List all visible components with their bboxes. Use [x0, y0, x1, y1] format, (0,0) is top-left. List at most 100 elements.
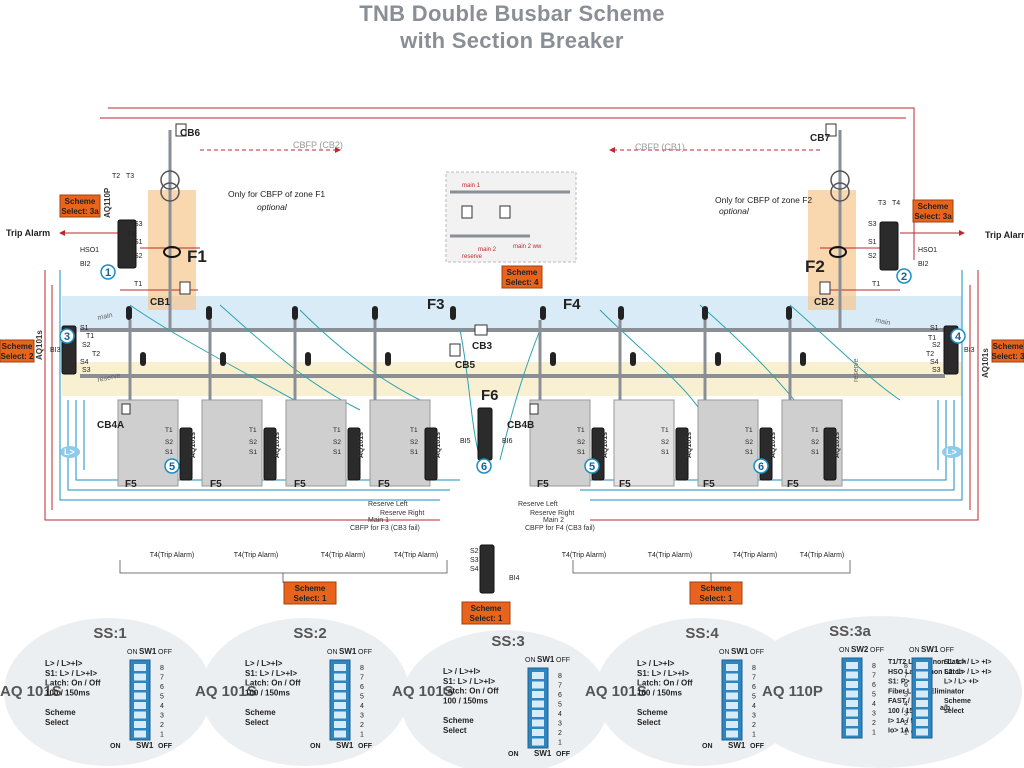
panel-2-num-2: 6	[558, 692, 562, 699]
panel-0-num-4: 4	[160, 703, 164, 710]
scheme-select-2-line1: Scheme	[2, 342, 33, 351]
panel-3-dip-slot-3	[726, 692, 738, 700]
panel-3-sw-bottom: SW1	[728, 741, 746, 750]
panel-4-num2-5: 3	[904, 711, 908, 718]
io-bay-t1-1: T1	[249, 427, 257, 434]
panel-3-num-5: 3	[752, 713, 756, 720]
io-left-t1: T1	[134, 281, 142, 288]
scheme-select-3a-left-box	[59, 194, 101, 218]
scheme-select-3a-left-line1: Scheme	[65, 197, 96, 206]
io-bi6: BI6	[502, 438, 513, 445]
panel-1-dip-slot-0	[334, 664, 346, 671]
inset-main-2-sw: main 2 ww	[513, 244, 542, 250]
circle-5-5-label: 5	[589, 461, 595, 473]
scheme-select-1-left-line2: Select: 1	[294, 594, 327, 603]
scheme-select-4-box	[501, 265, 543, 289]
panel-3-off-bottom: OFF	[750, 743, 765, 750]
feeder-f5-1: F5	[210, 479, 222, 490]
feeder-f5-7: F5	[787, 479, 799, 490]
panel-4-sw2: SW1	[921, 645, 939, 654]
relay-aq101s-bay-1: AQ101s	[274, 432, 281, 458]
io-bay-s1-2: S1	[333, 449, 341, 456]
breaker-cb6: CB6	[180, 128, 200, 139]
panel-4-off2: OFF	[940, 647, 954, 654]
panel-3-on-bottom: ON	[702, 743, 713, 750]
panel-0-off-bottom: OFF	[158, 743, 173, 750]
panel-0-row-5: Scheme	[45, 708, 76, 717]
signal-main-2: Main 2	[543, 517, 564, 524]
panel-4-row2-5: select	[944, 708, 965, 715]
panel-1-row-3: 100 / 150ms	[245, 688, 290, 697]
signal-cbfp-f4: CBFP for F4 (CB3 fail)	[525, 525, 595, 532]
signal-cbfp-f3: CBFP for F3 (CB3 fail)	[350, 525, 420, 532]
io-center-s3: S3	[470, 557, 479, 564]
panel-4-row2-0: S1: L> / L> +I>	[944, 659, 991, 666]
transformer-f1	[160, 170, 180, 202]
panel-4-dip-slot-5	[846, 709, 858, 717]
panel-1-num-3: 5	[360, 694, 364, 701]
panel-4-dip2-slot-1	[916, 671, 928, 679]
panel-0-dip-slot-4	[134, 702, 146, 709]
panel-2-on-bottom: ON	[508, 751, 519, 758]
bus-reserve-right: reserve	[853, 359, 860, 382]
scheme-select-3-line1: Scheme	[993, 342, 1024, 351]
io-left-s2: S2	[134, 253, 143, 260]
circle-6-7	[476, 458, 492, 474]
panel-2-num-4: 4	[558, 711, 562, 718]
scheme-select-1-center-line2: Select: 1	[470, 614, 503, 623]
bus-main-right: main	[875, 317, 891, 327]
panel-3-row-1: S1: L> / L>+I>	[637, 669, 689, 678]
panel-4-dip2-slot-6	[916, 719, 928, 726]
panel-0-dip-slot-0	[134, 664, 146, 671]
panel-4-num-2: 6	[872, 682, 876, 689]
io-right-s1: S1	[868, 239, 877, 246]
panel-3-num-4: 4	[752, 703, 756, 710]
io-bay-s2-6: S2	[745, 439, 753, 446]
panel-4-row-2: S1: P> & L>	[888, 679, 927, 686]
breaker-cb2: CB2	[814, 297, 834, 308]
bus-reserve-left: reserve	[97, 372, 121, 384]
scheme-select-1-center-box	[461, 601, 511, 625]
io-left-t3: T3	[126, 173, 134, 180]
panel-1-num-6: 2	[360, 722, 364, 729]
panel-0-num-3: 5	[160, 694, 164, 701]
breaker-cb4a: CB4A	[97, 420, 124, 431]
io-left-s3: S3	[134, 221, 143, 228]
inset-main-1: main 1	[462, 183, 481, 189]
panel-4-row2-1: S2: L> / L> +I>	[944, 669, 991, 676]
panel-4-sw-top: SW2	[851, 645, 869, 654]
panel-2-row-1: S1: L> / L>+I>	[443, 677, 495, 686]
panel-1-sw-bottom: SW1	[336, 741, 354, 750]
io-bay-t1-4: T1	[577, 427, 585, 434]
panel-1-dip-slot-6	[334, 721, 346, 728]
panel-0-row-6: Select	[45, 718, 69, 727]
panel-1-num-0: 8	[360, 665, 364, 672]
panel-2-dip-slot-5	[532, 719, 544, 727]
relay-aq101s-bay-7: AQ101s	[834, 432, 841, 458]
panel-3-dip-slot-5	[726, 711, 738, 719]
inset-diagram	[445, 171, 577, 263]
io-right-t3: T3	[878, 200, 886, 207]
note-right-optional: optional	[719, 206, 750, 216]
panel-1-dip-slot-5	[334, 711, 346, 719]
panel-1-dip-slot-1	[334, 673, 346, 681]
disconnectors	[126, 306, 806, 366]
io-left-s1: S1	[134, 239, 143, 246]
feeder-f5-5: F5	[619, 479, 631, 490]
panel-0-dip-slot-6	[134, 721, 146, 728]
panel-1-title: SS:2	[293, 625, 326, 642]
breaker-cb7: CB7	[810, 133, 830, 144]
circle-5-4-label: 5	[169, 461, 175, 473]
panel-3-dip-slot-1	[726, 673, 738, 681]
panel-0-sw-top: SW1	[139, 647, 157, 656]
panel-0-row-0: L> / L>+I>	[45, 659, 83, 668]
panel-1-on-top: ON	[327, 649, 338, 656]
io-mid-left-s2: S2	[82, 342, 91, 349]
relay-aq101s-bay-2: AQ101s	[358, 432, 365, 458]
panel-2-off-bottom: OFF	[556, 751, 571, 758]
panel-4-num-1: 7	[872, 673, 876, 680]
panel-4-dip-slot-6	[846, 719, 858, 726]
panel-0-on-top: ON	[127, 649, 138, 656]
panel-2-dip-slot-7	[532, 738, 544, 746]
io-bay-t1-5: T1	[661, 427, 669, 434]
